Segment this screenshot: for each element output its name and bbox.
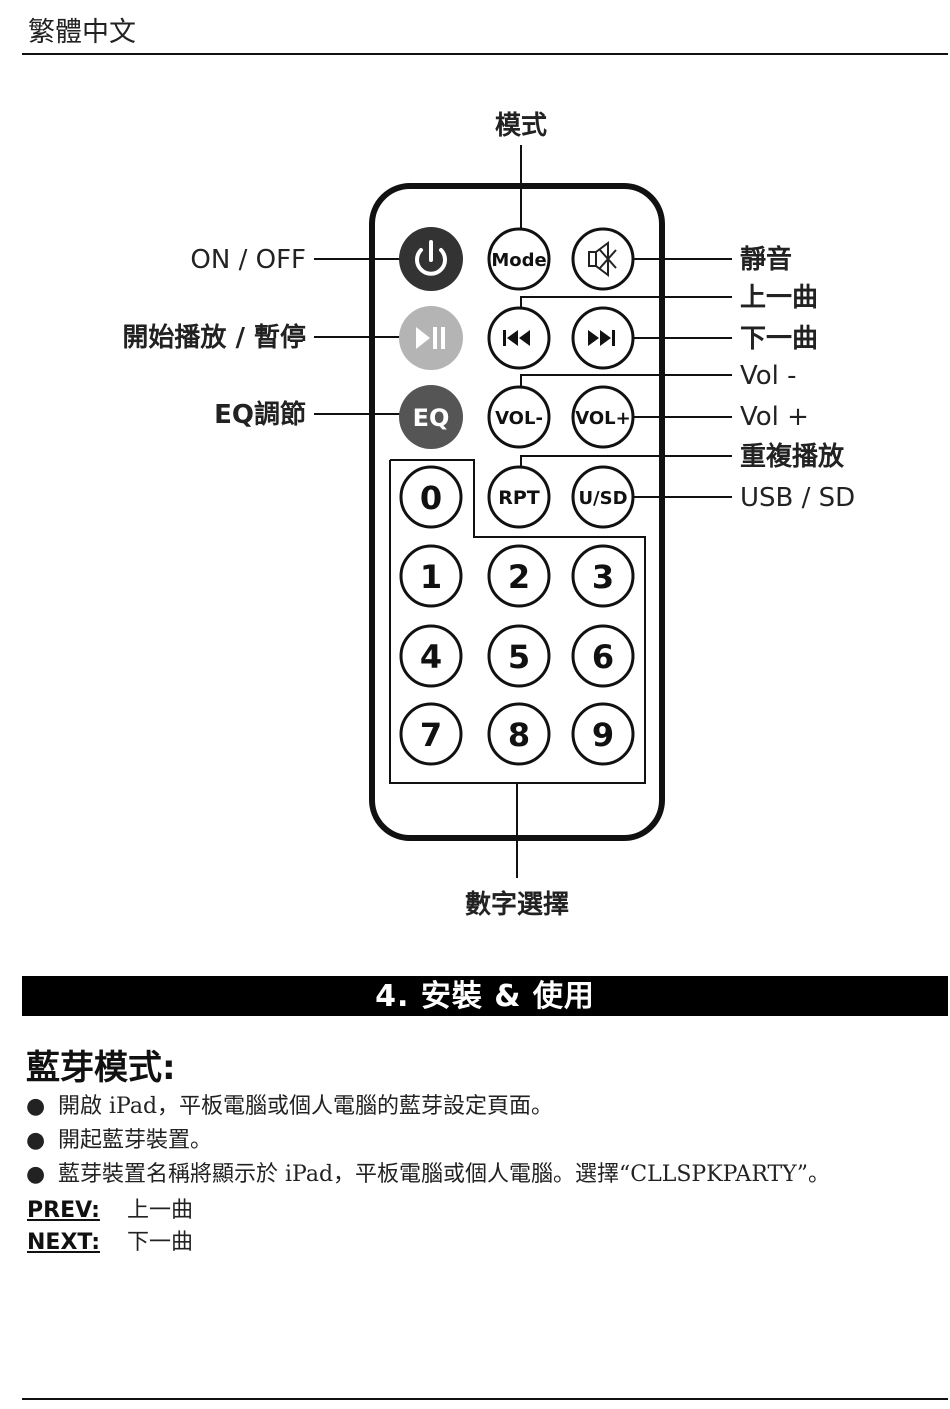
- digit-button-4[interactable]: [399, 624, 463, 688]
- digit-6-label: 6: [592, 638, 614, 676]
- prev-value: 上一曲: [127, 1198, 194, 1223]
- digit-2-label: 2: [508, 558, 530, 596]
- digit-5-label: 5: [508, 638, 530, 676]
- usb-sd-button-label: U/SD: [578, 488, 627, 509]
- previous-track-icon: [503, 330, 530, 346]
- mute-button[interactable]: [571, 227, 635, 291]
- digit-button-6[interactable]: [571, 624, 635, 688]
- usb-sd-button[interactable]: [571, 465, 635, 529]
- prev-key: PREV:: [27, 1198, 100, 1223]
- digit-1-label: 1: [420, 558, 442, 596]
- vol-up-button[interactable]: [571, 385, 635, 449]
- repeat-button[interactable]: [487, 465, 551, 529]
- bluetooth-mode-title: 藍芽模式:: [26, 1048, 176, 1088]
- list-item: ●開起藍芽裝置。: [26, 1128, 213, 1153]
- label-usb-sd: USB / SD: [740, 483, 855, 513]
- digit-4-label: 4: [420, 638, 442, 676]
- digit-button-0[interactable]: [399, 465, 463, 529]
- digit-button-9[interactable]: [571, 702, 635, 766]
- label-previous: 上一曲: [740, 283, 818, 313]
- header-rule: [22, 53, 948, 55]
- digit-0-label: 0: [420, 479, 442, 517]
- label-next: 下一曲: [740, 324, 818, 354]
- label-vol-down: Vol -: [740, 361, 797, 391]
- list-item: ●開啟 iPad，平板電腦或個人電腦的藍芽設定頁面。: [26, 1094, 554, 1119]
- next-definition: NEXT: 下一曲: [27, 1224, 193, 1256]
- label-eq: EQ調節: [214, 399, 306, 430]
- digit-button-1[interactable]: [399, 544, 463, 608]
- prev-definition: PREV: 上一曲: [27, 1192, 193, 1224]
- next-track-icon: [588, 330, 615, 346]
- label-mute: 靜音: [740, 244, 792, 275]
- label-vol-up: Vol +: [740, 402, 809, 432]
- play-pause-button[interactable]: [399, 306, 463, 370]
- vol-down-button[interactable]: [487, 385, 551, 449]
- footer-rule: [22, 1398, 948, 1400]
- digit-button-3[interactable]: [571, 544, 635, 608]
- digit-8-label: 8: [508, 716, 530, 754]
- vol-up-button-label: VOL+: [575, 408, 630, 429]
- bluetooth-steps-list: ●開啟 iPad，平板電腦或個人電腦的藍芽設定頁面。 ●開起藍芽裝置。 ●藍芽裝…: [26, 1090, 830, 1192]
- digit-button-2[interactable]: [487, 544, 551, 608]
- label-mode: 模式: [495, 111, 547, 141]
- digit-group-frame: [389, 459, 646, 784]
- digit-7-label: 7: [420, 716, 442, 754]
- next-key: NEXT:: [27, 1230, 101, 1255]
- mute-icon: [588, 241, 617, 277]
- label-power: ON / OFF: [190, 245, 306, 275]
- repeat-button-label: RPT: [498, 487, 540, 509]
- mode-button-label: Mode: [491, 250, 546, 271]
- digit-button-7[interactable]: [399, 702, 463, 766]
- digit-9-label: 9: [592, 716, 614, 754]
- header-language: 繁體中文: [28, 17, 136, 48]
- play-pause-icon: [416, 327, 445, 349]
- label-repeat: 重複播放: [740, 441, 845, 472]
- power-icon: [415, 240, 447, 276]
- digit-button-5[interactable]: [487, 624, 551, 688]
- next-value: 下一曲: [127, 1230, 194, 1255]
- eq-button[interactable]: [399, 385, 463, 449]
- digit-button-8[interactable]: [487, 702, 551, 766]
- label-digits: 數字選擇: [465, 889, 569, 920]
- remote-diagram: Mode EQ VOL- VOL+ 0 RPT U/SD 1 2 3: [122, 111, 855, 920]
- label-play-pause: 開始播放 / 暫停: [122, 322, 306, 353]
- mode-button[interactable]: [487, 227, 551, 291]
- vol-down-button-label: VOL-: [495, 408, 543, 429]
- eq-button-label: EQ: [413, 404, 450, 432]
- section-heading: 4. 安裝 & 使用: [22, 976, 948, 1016]
- digit-3-label: 3: [592, 558, 614, 596]
- list-item: ●藍芽裝置名稱將顯示於 iPad，平板電腦或個人電腦。選擇“CLLSPKPART…: [26, 1162, 830, 1187]
